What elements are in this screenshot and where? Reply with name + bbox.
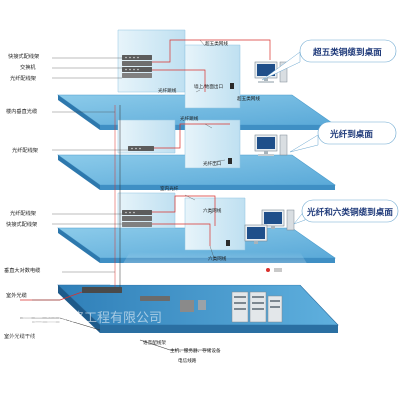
leader-lines — [32, 39, 226, 323]
floor-3-computer-2-icon — [244, 224, 268, 244]
floor-1-side — [58, 95, 100, 130]
label-host-devices: 主机、服务器、存储设备 — [170, 347, 221, 354]
floor-1-cable-red — [152, 39, 271, 63]
watermark-company: 上海誉哲网络工程有限公司 — [6, 310, 162, 326]
label-indoor-fiber: 室内光纤 — [160, 185, 179, 192]
label-fiber-outlet: 光纤出口 — [203, 160, 222, 167]
label-cat6-a: 六类网线 — [203, 207, 222, 214]
label-fiber-jumper-2: 光纤跳线 — [180, 115, 199, 122]
label-fast-patch-panel-3: 快接式配线架 — [6, 220, 37, 228]
label-backbone-copper: 垂直大对数电缆 — [4, 266, 40, 274]
outdoor-trunk-line — [20, 317, 101, 331]
label-telecom-lines: 电信线路 — [178, 357, 197, 364]
floor-3-outlet-icon — [226, 240, 230, 246]
floor-3 — [57, 192, 336, 263]
floor-2-back-wall — [117, 119, 176, 154]
floor-2-partition — [184, 119, 241, 169]
voice-patch-icon — [140, 296, 170, 301]
basement-edge — [100, 325, 338, 333]
telecom-line — [139, 339, 210, 351]
label-wall-outlet: 墙上/地面出口 — [194, 83, 224, 90]
phone-device-icon — [274, 268, 282, 272]
label-voice-patch: 语音配线架 — [143, 339, 166, 346]
label-outdoor-fiber-trunk: 室外光缆干线 — [4, 332, 35, 340]
telephone-icon — [266, 268, 270, 272]
floor-2-side — [58, 155, 100, 190]
floor-3-side — [58, 228, 100, 263]
callout-floor-1: 超五类铜缆到桌面 — [261, 39, 397, 81]
storage-array-icon — [231, 291, 283, 323]
basement — [20, 105, 339, 351]
floor-1-partition — [184, 44, 241, 109]
floor-1 — [57, 29, 336, 130]
host-icon — [180, 300, 194, 312]
callout-floor-1-text: 超五类铜缆到桌面 — [312, 46, 382, 58]
label-cat6-b: 六类网线 — [208, 255, 227, 262]
callout-floor-2: 光纤到桌面 — [289, 121, 397, 153]
label-outdoor-fiber: 室外光缆 — [6, 291, 27, 299]
wall-outlet-icon — [230, 83, 234, 89]
floor-2 — [57, 119, 336, 190]
floor-3-cat6 — [152, 223, 211, 246]
core-switch-icon — [82, 287, 122, 293]
floor-1-rack — [122, 55, 152, 78]
basement-glow — [110, 252, 320, 285]
floor-2-computer-icon — [254, 134, 288, 156]
floor-3-computer-1-icon — [261, 209, 295, 231]
label-fiber-patch-panel-3: 光纤配线架 — [10, 209, 36, 217]
label-cat5e-1: 超五类网线 — [237, 95, 260, 102]
label-cat5e-top: 超五类网线 — [205, 40, 228, 47]
label-fast-patch-panel-1: 快接式配线架 — [8, 52, 39, 60]
floor-3-rack — [122, 210, 152, 227]
floor-2-rack — [128, 146, 154, 151]
floor-3-indoor-fiber — [152, 195, 216, 226]
callout-floor-3: 光纤和六类铜缆到桌面 — [293, 199, 399, 225]
label-fiber-patch-panel-2: 光纤配线架 — [12, 146, 38, 154]
label-riser-fiber: 楼内垂直光缆 — [6, 107, 37, 115]
label-fiber-jumper-1: 光纤跳线 — [158, 87, 177, 94]
label-switch-1: 交换机 — [20, 63, 36, 71]
server-icon — [198, 300, 206, 310]
callout-floor-2-text: 光纤到桌面 — [329, 128, 373, 140]
floor-2-edge — [100, 185, 335, 190]
callout-floor-3-text: 光纤和六类铜缆到桌面 — [306, 206, 393, 218]
floor-1-cable-red-2 — [152, 69, 206, 92]
fiber-outlet-icon — [228, 158, 232, 164]
watermark-url: aohuo.cn — [8, 332, 54, 343]
label-fiber-patch-panel-1: 光纤配线架 — [10, 74, 36, 82]
